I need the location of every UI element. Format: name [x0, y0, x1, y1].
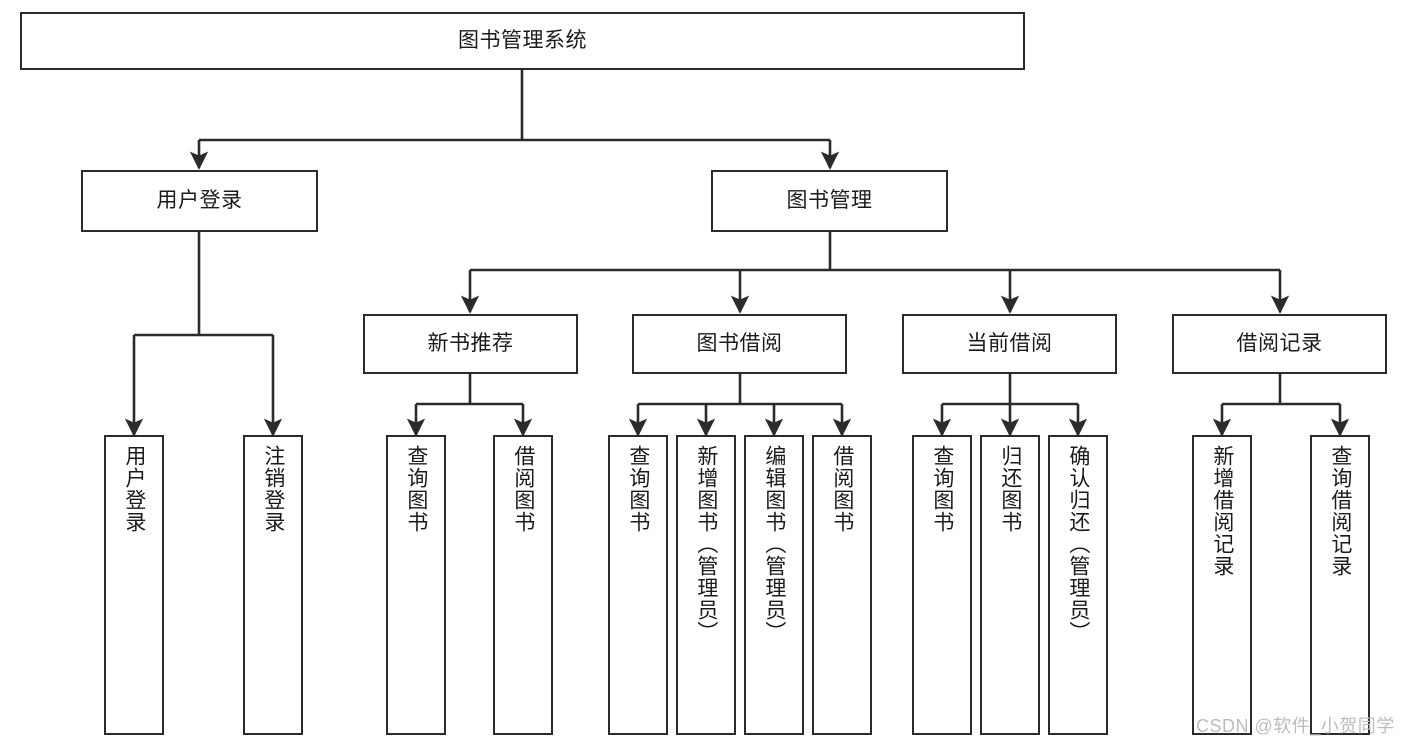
node-new-book-recommend[interactable]: 新书推荐: [363, 314, 578, 374]
node-current-borrow-label: 当前借阅: [966, 332, 1053, 356]
leaf-add-book-admin-label: 新增图书（管理员）: [694, 445, 718, 643]
leaf-borrow-book-recommend-label: 借阅图书: [511, 445, 535, 533]
leaf-add-book-admin[interactable]: 新增图书（管理员）: [676, 435, 736, 735]
node-borrow-record[interactable]: 借阅记录: [1172, 314, 1387, 374]
leaf-query-book-recommend[interactable]: 查询图书: [386, 435, 446, 735]
node-user-login-label: 用户登录: [156, 189, 243, 213]
node-book-borrow[interactable]: 图书借阅: [632, 314, 847, 374]
leaf-user-logout-label: 注销登录: [261, 445, 285, 533]
leaf-edit-book-admin-label: 编辑图书（管理员）: [762, 445, 786, 643]
leaf-query-book-recommend-label: 查询图书: [404, 445, 428, 533]
node-book-borrow-label: 图书借阅: [696, 332, 783, 356]
leaf-return-book[interactable]: 归还图书: [980, 435, 1040, 735]
leaf-query-borrow-record-label: 查询借阅记录: [1328, 445, 1352, 577]
leaf-query-book-borrow-label: 查询图书: [626, 445, 650, 533]
leaf-user-login-label: 用户登录: [122, 445, 146, 533]
node-user-login[interactable]: 用户登录: [81, 170, 318, 232]
leaf-user-logout[interactable]: 注销登录: [243, 435, 303, 735]
node-borrow-record-label: 借阅记录: [1236, 332, 1323, 356]
node-book-manage-label: 图书管理: [786, 189, 873, 213]
leaf-query-borrow-record[interactable]: 查询借阅记录: [1310, 435, 1370, 735]
leaf-confirm-return-admin-label: 确认归还（管理员）: [1066, 445, 1090, 643]
leaf-return-book-label: 归还图书: [998, 445, 1022, 533]
leaf-add-borrow-record[interactable]: 新增借阅记录: [1192, 435, 1252, 735]
node-book-manage[interactable]: 图书管理: [711, 170, 948, 232]
leaf-borrow-book-recommend[interactable]: 借阅图书: [493, 435, 553, 735]
node-current-borrow[interactable]: 当前借阅: [902, 314, 1117, 374]
node-root-label: 图书管理系统: [458, 29, 587, 53]
leaf-add-borrow-record-label: 新增借阅记录: [1210, 445, 1234, 577]
leaf-query-book-current-label: 查询图书: [930, 445, 954, 533]
leaf-user-login[interactable]: 用户登录: [104, 435, 164, 735]
node-new-book-recommend-label: 新书推荐: [427, 332, 514, 356]
leaf-borrow-book-borrow[interactable]: 借阅图书: [812, 435, 872, 735]
leaf-edit-book-admin[interactable]: 编辑图书（管理员）: [744, 435, 804, 735]
node-root[interactable]: 图书管理系统: [20, 12, 1025, 70]
leaf-query-book-borrow[interactable]: 查询图书: [608, 435, 668, 735]
leaf-borrow-book-borrow-label: 借阅图书: [830, 445, 854, 533]
leaf-confirm-return-admin[interactable]: 确认归还（管理员）: [1048, 435, 1108, 735]
leaf-query-book-current[interactable]: 查询图书: [912, 435, 972, 735]
